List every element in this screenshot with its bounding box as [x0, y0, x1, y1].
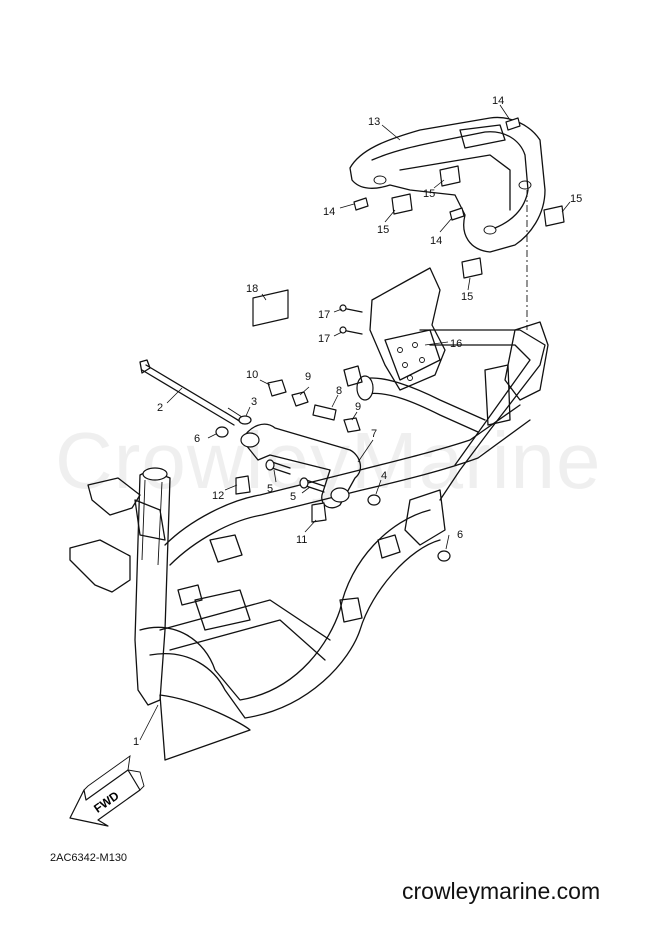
callout-15c: 15	[570, 193, 582, 205]
callout-18: 18	[246, 283, 258, 295]
callout-9b: 9	[355, 401, 361, 413]
nut-6a[interactable]	[215, 426, 229, 438]
callout-17a: 17	[318, 309, 330, 321]
mount-15b[interactable]	[391, 193, 413, 215]
pivot-arm[interactable]	[240, 423, 362, 509]
clip-14c[interactable]	[449, 207, 465, 221]
damper-11[interactable]	[311, 502, 327, 523]
callout-16: 16	[450, 338, 462, 350]
nut-6b[interactable]	[437, 550, 451, 562]
callout-14a: 14	[492, 95, 504, 107]
bolt-5a[interactable]	[265, 459, 291, 475]
washer-3[interactable]	[238, 415, 252, 425]
plate-18[interactable]	[252, 289, 289, 327]
callout-4: 4	[381, 470, 387, 482]
callout-14c: 14	[430, 235, 442, 247]
callout-2: 2	[157, 402, 163, 414]
main-frame[interactable]	[69, 321, 549, 761]
callout-15d: 15	[461, 291, 473, 303]
callout-5b: 5	[290, 491, 296, 503]
callout-14b: 14	[323, 206, 335, 218]
callout-10: 10	[246, 369, 258, 381]
callout-9a: 9	[305, 371, 311, 383]
callout-8: 8	[336, 385, 342, 397]
screw-17b[interactable]	[339, 326, 363, 335]
mount-15c[interactable]	[543, 205, 565, 227]
mount-15d[interactable]	[461, 257, 483, 279]
callout-6b: 6	[457, 529, 463, 541]
callout-13: 13	[368, 116, 380, 128]
mount-15a[interactable]	[439, 165, 461, 187]
callout-11: 11	[296, 534, 307, 546]
bracket-small	[177, 365, 363, 606]
fwd-arrow-icon: FWD	[69, 755, 145, 827]
website-link[interactable]: crowleymarine.com	[402, 878, 601, 904]
callout-15b: 15	[377, 224, 389, 236]
callout-6a: 6	[194, 433, 200, 445]
drawing-code: 2AC6342-M130	[50, 852, 128, 864]
watermark: CrowleyMarine	[55, 416, 602, 505]
bush-9b[interactable]	[343, 417, 361, 433]
callout-3: 3	[251, 396, 257, 408]
bush-9a[interactable]	[291, 391, 309, 407]
damper-12[interactable]	[235, 475, 251, 495]
clip-14b[interactable]	[353, 197, 369, 211]
collar-10[interactable]	[267, 379, 287, 397]
engine-bracket[interactable]	[369, 267, 446, 391]
callout-1: 1	[133, 736, 139, 748]
callout-labels: 1 2 3 4 5 5 6 6 7 8 9 9 10 11 12 13 14 1…	[133, 95, 582, 748]
callout-15a: 15	[423, 188, 435, 200]
callout-5a: 5	[267, 483, 273, 495]
leader-lines	[139, 104, 571, 741]
rear-carrier-frame[interactable]	[349, 116, 546, 253]
sleeve-8[interactable]	[312, 404, 337, 421]
callout-12: 12	[212, 490, 224, 502]
nut-4[interactable]	[367, 494, 381, 506]
bolt-5b[interactable]	[299, 477, 325, 493]
screw-17a[interactable]	[339, 304, 363, 313]
clip-14a[interactable]	[505, 117, 521, 131]
callout-17b: 17	[318, 333, 330, 345]
callout-7: 7	[371, 428, 377, 440]
long-bolt[interactable]	[139, 359, 246, 426]
